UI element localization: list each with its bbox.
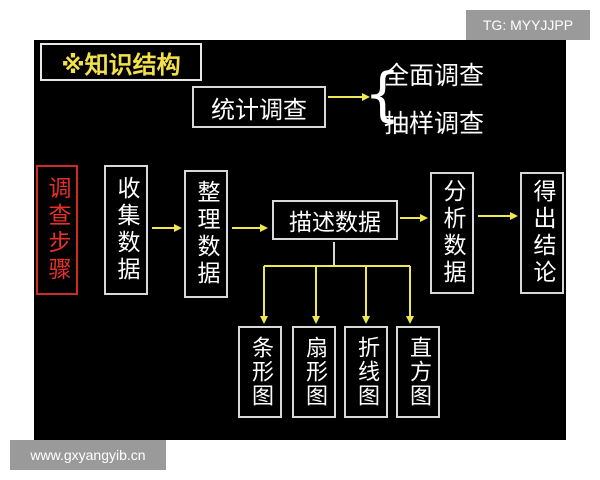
step-collect-data-box: 收集数据 — [104, 165, 148, 295]
survey-type-sample: 抽样调查 — [384, 109, 485, 138]
chart-histogram-box: 直方图 — [396, 326, 440, 418]
step-conclusion-box: 得出结论 — [520, 172, 564, 294]
step-organize-data-label: 整理数据 — [193, 180, 219, 288]
survey-bracket: { — [364, 60, 401, 128]
step-conclusion-label: 得出结论 — [529, 179, 555, 287]
step-describe-data-label: 描述数据 — [289, 210, 381, 236]
chart-pie-label: 扇形图 — [302, 336, 327, 408]
statistical-survey-label: 统计调查 — [211, 95, 307, 124]
chart-bar-box: 条形图 — [238, 326, 282, 418]
survey-steps-label: 调查步骤 — [44, 176, 70, 284]
chart-line-label: 折线图 — [354, 336, 379, 408]
chart-pie-box: 扇形图 — [292, 326, 336, 418]
knowledge-structure-board: ※知识结构 统计调查 { 全面调查 抽样调查 调查步骤 收集数据 整理数据 描述… — [34, 40, 566, 440]
section-title: ※知识结构 — [40, 43, 202, 81]
step-describe-data-box: 描述数据 — [272, 200, 398, 240]
chart-histogram-label: 直方图 — [406, 336, 431, 408]
connector-arrows — [152, 93, 518, 324]
step-analyze-data-box: 分析数据 — [430, 172, 474, 294]
step-organize-data-box: 整理数据 — [184, 170, 228, 298]
step-analyze-data-label: 分析数据 — [439, 179, 465, 287]
chart-line-box: 折线图 — [344, 326, 388, 418]
watermark-top-right: TG: MYYJJPP — [466, 10, 590, 40]
watermark-bottom-left: www.gxyangyib.cn — [10, 440, 166, 470]
step-collect-data-label: 收集数据 — [113, 176, 139, 284]
survey-type-full: 全面调查 — [384, 61, 485, 90]
statistical-survey-box: 统计调查 — [192, 86, 326, 128]
survey-steps-box: 调查步骤 — [36, 165, 78, 295]
chart-bar-label: 条形图 — [248, 336, 273, 408]
